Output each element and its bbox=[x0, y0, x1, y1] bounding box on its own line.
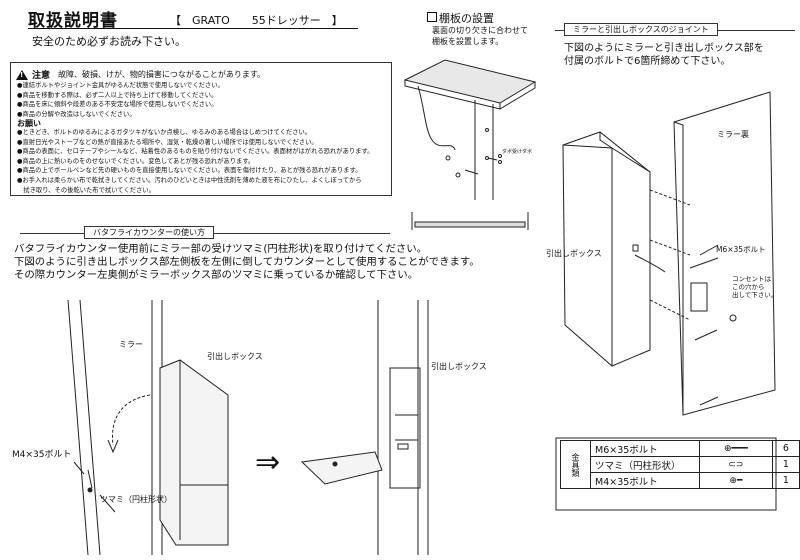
label-m4-bolt: M4×35ボルト bbox=[12, 450, 72, 460]
shelf-title: 棚板の設置 bbox=[427, 10, 494, 26]
label-m6-bolt: M6×35ボルト bbox=[716, 245, 766, 254]
part-qty: 1 bbox=[771, 456, 800, 473]
outlet-line: この穴から bbox=[732, 283, 765, 291]
caution-box bbox=[10, 62, 392, 196]
label-drawer-box-2: 引出しボックス bbox=[431, 362, 487, 371]
caution-subtitle: 故障、破損、けが、物的損害につながることがあります。 bbox=[58, 70, 266, 79]
instruction-line: 下図のようにミラーと引き出しボックス部を bbox=[564, 43, 764, 54]
parts-side-label: 金具類 bbox=[560, 440, 591, 489]
caution-item: ●商品の分解や改造はしないでください。 bbox=[17, 110, 136, 118]
part-name: ツマミ（円柱形状） bbox=[590, 456, 700, 473]
instruction-line: バタフライカウンター使用前にミラー部の受けツマミ(円柱形状)を取り付けてください… bbox=[14, 243, 428, 255]
request-item: ●商品の表面に、セロテープやシールなど、粘着性のあるものを貼り付けないでください… bbox=[17, 148, 374, 156]
outlet-line: 出して下さい。 bbox=[732, 291, 778, 299]
caution-header: 注意 故障、破損、けが、物的損害につながることがあります。 bbox=[16, 68, 265, 81]
parts-table: 金具類 M6×35ボルト ⊕━━━ 6 ツマミ（円柱形状） ⊂⊃ 1 M4×35… bbox=[560, 440, 800, 489]
request-item: 拭き取り、その後乾いた布で拭いてください。 bbox=[17, 186, 155, 194]
table-row: ツマミ（円柱形状） ⊂⊃ 1 bbox=[561, 456, 800, 473]
request-list: ●ときどき、ボルトのゆるみによるガタツキがないか点検し、ゆるみのある場合はしめつ… bbox=[17, 128, 373, 195]
request-item: ●直射日光やストーブなどの熱が直接あたる場所や、湿気・乾燥の著しい場所では使用し… bbox=[17, 138, 318, 146]
request-item: ●商品の上に熱いものをのせないでください。変色してあとが残る恐れがあります。 bbox=[17, 157, 255, 165]
product-name: 【 GRATO 55ドレッサー 】 bbox=[170, 14, 343, 27]
part-name: M4×35ボルト bbox=[590, 472, 700, 489]
counter-illustration bbox=[67, 299, 429, 556]
butterfly-instructions: バタフライカウンター使用前にミラー部の受けツマミ(円柱形状)を取り付けてください… bbox=[14, 243, 480, 282]
arrow-right-icon: ⇒ bbox=[255, 445, 281, 480]
request-item: ●商品の上でボールペンなど先の硬いものを直接使用しないでください。表面を傷付けた… bbox=[17, 167, 362, 175]
instruction-line: 裏面の切り欠きに合わせて bbox=[432, 26, 528, 35]
label-drawer-box-joint: 引出しボックス bbox=[546, 249, 602, 258]
bolt-icon: ⊕━ bbox=[698, 472, 773, 489]
square-icon bbox=[427, 12, 437, 22]
caution-title: 注意 bbox=[32, 71, 51, 81]
caution-item: ●商品を移動する際は、必ず二人以上で持ち上げて移動してください。 bbox=[17, 91, 218, 99]
label-mirror-back: ミラー裏 bbox=[717, 130, 749, 139]
label-outlet: コンセントは この穴から 出して下さい。 bbox=[732, 275, 777, 299]
request-item: ●ときどき、ボルトのゆるみによるガタツキがないか点検し、ゆるみのある場合はしめつ… bbox=[17, 129, 312, 136]
butterfly-section-label: バタフライカウンターの使い方 bbox=[84, 226, 214, 239]
caution-item: ●連結ボルトやジョイント金具がゆるんだ状態で使用しないでください。 bbox=[17, 82, 224, 89]
instruction-line: 棚板を設置します。 bbox=[432, 37, 504, 46]
request-item: ●お手入れは柔らかい布で乾拭きしてください。汚れのひどいときは中性洗剤を薄めた液… bbox=[17, 176, 362, 184]
joint-section-label: ミラーと引出しボックスのジョイント bbox=[564, 23, 718, 36]
request-title: お願い bbox=[17, 119, 41, 128]
shelf-instructions: 裏面の切り欠きに合わせて 棚板を設置します。 bbox=[432, 25, 528, 47]
document-title: 取扱説明書 bbox=[28, 11, 118, 31]
part-name: M6×35ボルト bbox=[590, 440, 700, 457]
bolt-icon: ⊕━━━ bbox=[698, 440, 773, 457]
label-drawer-box: 引出しボックス bbox=[207, 352, 263, 361]
table-row: M4×35ボルト ⊕━ 1 bbox=[561, 472, 800, 489]
outlet-line: コンセントは bbox=[732, 275, 771, 283]
label-mirror: ミラー bbox=[119, 340, 143, 349]
label-dowel: ダボ受けダボ bbox=[502, 149, 533, 155]
shelf-illustration bbox=[403, 59, 537, 230]
joint-instructions: 下図のようにミラーと引き出しボックス部を 付属のボルトで6箇所締めて下さい。 bbox=[564, 42, 764, 68]
caution-item: ●商品を床に傾斜や段差のある不安定な場所で使用しないでください。 bbox=[17, 101, 218, 109]
instruction-line: 付属のボルトで6箇所締めて下さい。 bbox=[564, 56, 731, 67]
safety-notice: 安全のため必ずお読み下さい。 bbox=[32, 35, 186, 48]
instruction-line: その際カウンター左奥側がミラーボックス部のツマミに乗っているか確認して下さい。 bbox=[14, 269, 419, 281]
instruction-line: 下図のように引き出しボックス部左側板を左側に倒してカウンターとして使用することが… bbox=[14, 256, 480, 268]
knob-icon: ⊂⊃ bbox=[698, 456, 773, 473]
shelf-title-text: 棚板の設置 bbox=[439, 12, 494, 25]
label-knob: ツマミ（円柱形状） bbox=[100, 495, 172, 504]
warning-icon bbox=[16, 69, 28, 80]
joint-illustration bbox=[562, 91, 776, 416]
caution-list: ●連結ボルトやジョイント金具がゆるんだ状態で使用しないでください。 ●商品を移動… bbox=[17, 81, 224, 119]
title-divider bbox=[28, 28, 358, 29]
table-row: 金具類 M6×35ボルト ⊕━━━ 6 bbox=[560, 440, 800, 489]
part-qty: 6 bbox=[771, 440, 800, 457]
part-qty: 1 bbox=[771, 472, 800, 489]
